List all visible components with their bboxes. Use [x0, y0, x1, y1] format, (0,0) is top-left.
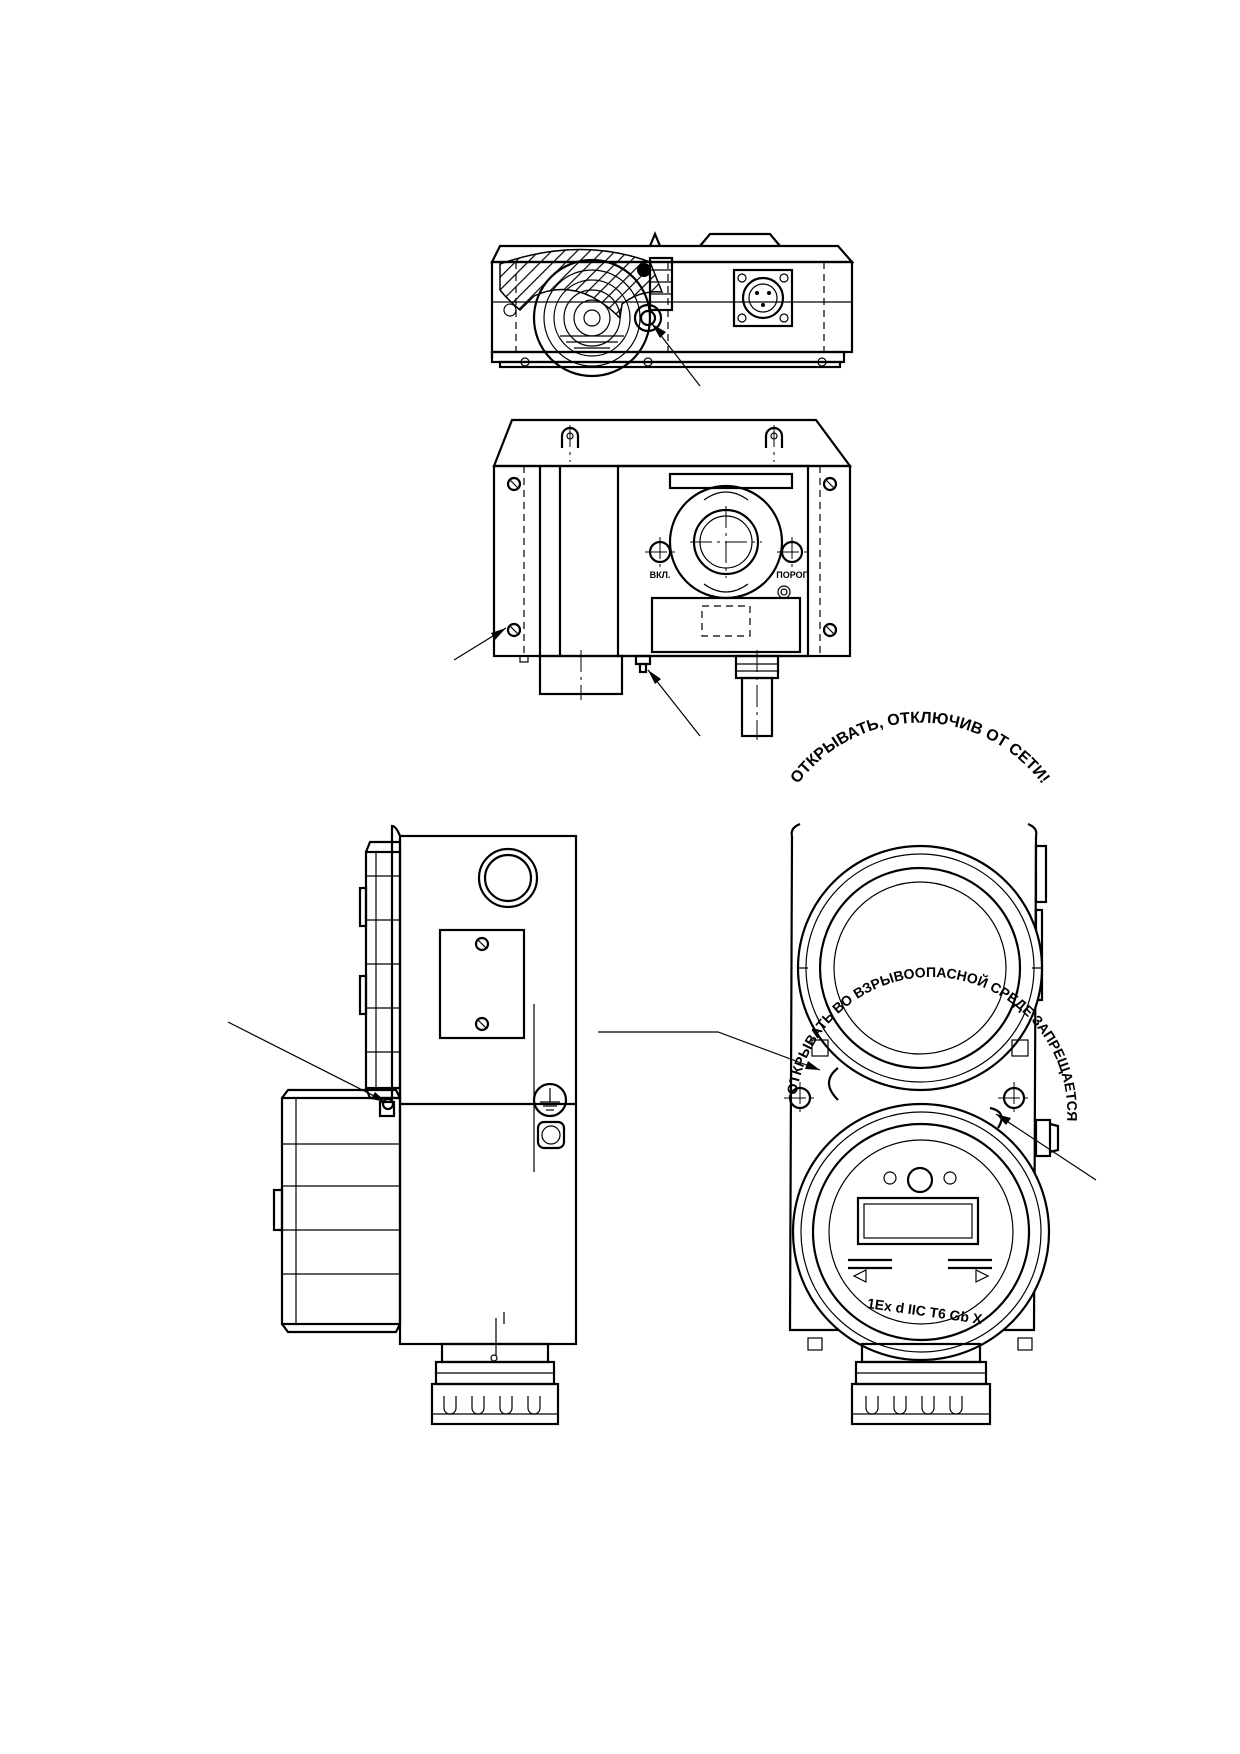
cover-view: ОТКРЫВАТЬ, ОТКЛЮЧИВ ОТ СЕТИ! ОТКРЫВАТЬ В…	[598, 710, 1097, 1426]
top-view	[490, 231, 855, 387]
on-button-label: ВКЛ.	[650, 570, 671, 580]
front-view: ВКЛ. ПОРОГ	[453, 418, 853, 740]
side-view	[227, 824, 578, 1426]
threshold-button-label: ПОРОГ	[776, 570, 807, 580]
upper-cover-warning: ОТКРЫВАТЬ, ОТКЛЮЧИВ ОТ СЕТИ!	[788, 710, 1053, 787]
